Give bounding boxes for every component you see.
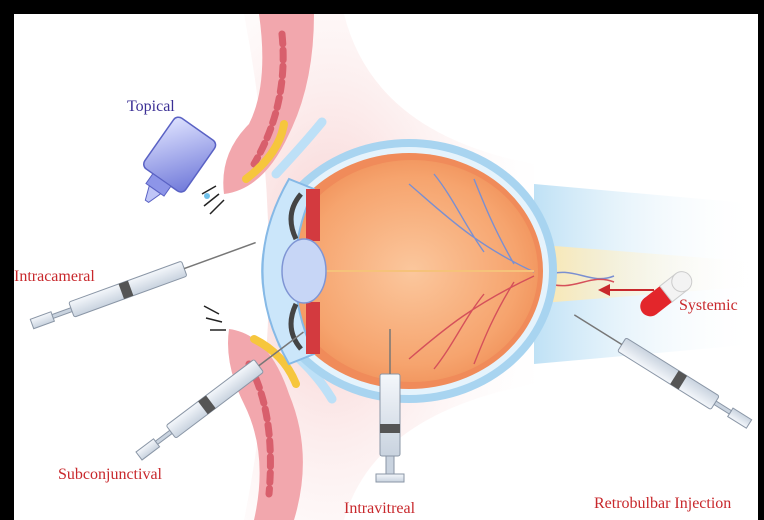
eye-drop-bottle bbox=[126, 115, 217, 216]
intravitreal-label: Intravitreal bbox=[344, 500, 415, 518]
intracameral-label: Intracameral bbox=[14, 268, 95, 286]
subconjunctival-label: Subconjunctival bbox=[58, 466, 162, 484]
topical-label: Topical bbox=[127, 98, 175, 116]
eye-diagram bbox=[14, 14, 758, 520]
retrobulbar-label: Retrobulbar Injection bbox=[594, 495, 731, 513]
systemic-label: Systemic bbox=[679, 297, 738, 315]
diagram-canvas: Topical Intracameral Systemic Subconjunc… bbox=[14, 14, 758, 520]
optic-nerve bbox=[529, 184, 758, 364]
